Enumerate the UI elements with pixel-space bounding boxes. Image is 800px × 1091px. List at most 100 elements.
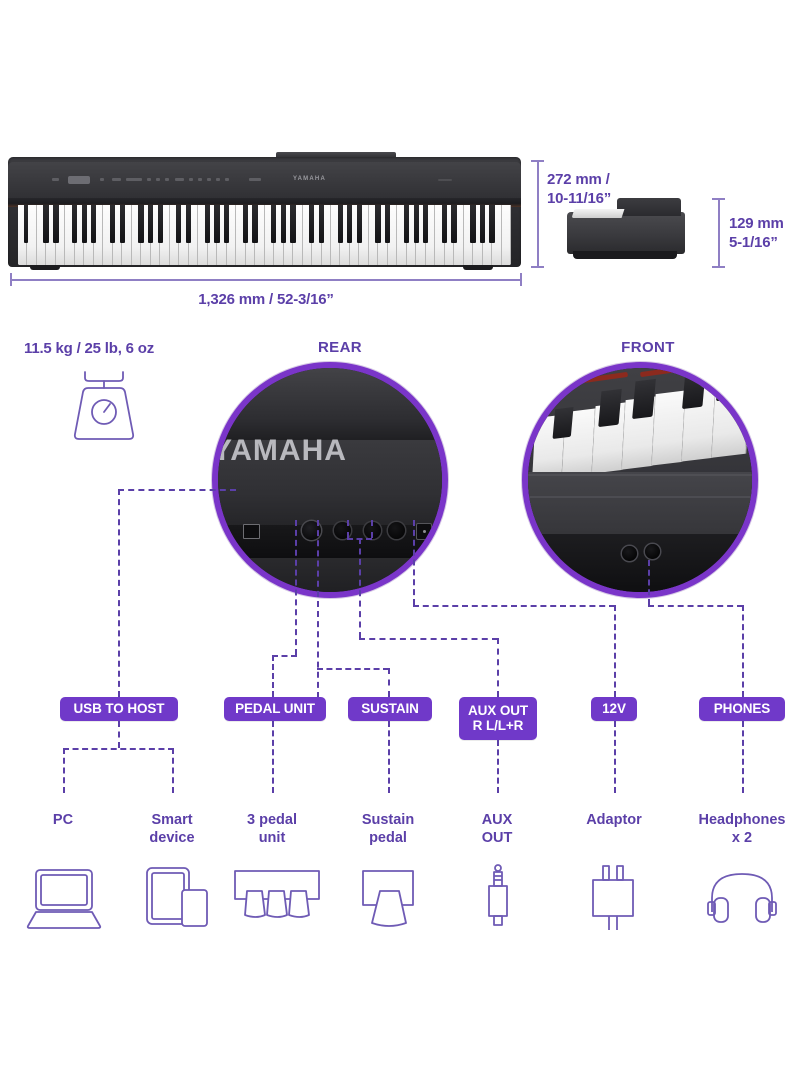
connector-pedal-vertical-1 — [295, 520, 297, 655]
connector-usb-vertical — [118, 489, 120, 697]
connector-smart-device-drop — [172, 748, 174, 793]
piano-white-key — [501, 205, 511, 265]
piano-white-key — [359, 205, 369, 265]
front-black-key — [552, 407, 574, 439]
piano-white-key — [27, 205, 37, 265]
connector-12v-horizontal — [413, 605, 615, 607]
port-badge-aux-out[interactable]: AUX OUT R L/L+R — [459, 697, 537, 740]
front-panel-lip — [528, 496, 752, 498]
piano-black-key — [441, 205, 447, 243]
device-caption-headphones: Headphones x 2 — [680, 811, 800, 847]
piano-black-key — [337, 205, 343, 243]
connector-sustain-horizontal — [317, 668, 389, 670]
tablet-phone-icon — [142, 866, 214, 930]
piano-white-key — [188, 205, 199, 265]
front-underside — [528, 534, 752, 592]
piano-side-key — [571, 209, 625, 218]
connector-phones-vertical-1 — [648, 560, 650, 605]
phones-jack-2 — [645, 544, 660, 559]
connector-usb-horizontal — [118, 489, 236, 491]
connector-12v-vertical-1 — [413, 520, 415, 605]
front-black-key — [598, 388, 622, 428]
connector-pedal-vertical-2 — [272, 655, 274, 697]
rear-panel-closeup: YAMAHA — [212, 362, 448, 598]
port-badge-pedal-unit[interactable]: PEDAL UNIT — [224, 697, 326, 721]
piano-black-key — [318, 205, 325, 243]
piano-white-key — [93, 205, 104, 265]
piano-button — [156, 178, 160, 181]
height-dimension-tick-top — [531, 160, 544, 162]
front-black-key — [682, 368, 706, 410]
connector-aux-drop — [497, 740, 499, 793]
pedal-unit-port — [302, 521, 321, 540]
piano-button — [207, 178, 211, 181]
digital-piano-side-view — [565, 196, 693, 264]
device-caption-3-pedal-unit-line1: 3 pedal — [247, 812, 297, 828]
piano-keybed-felt — [8, 198, 521, 207]
device-caption-sustain-pedal-line2: pedal — [369, 830, 407, 846]
connector-sustain-vertical-2 — [388, 668, 390, 697]
depth-dimension-label: 129 mm 5-1/16” — [729, 214, 784, 252]
height-dimension-label: 272 mm / 10-11/16” — [547, 170, 611, 208]
piano-white-key — [454, 205, 464, 265]
piano-knob — [52, 178, 59, 181]
piano-black-key — [423, 205, 429, 243]
piano-button — [216, 178, 220, 181]
piano-button — [225, 178, 229, 181]
connector-pedal-horizontal — [272, 655, 297, 657]
port-badge-usb-to-host[interactable]: USB TO HOST — [60, 697, 178, 721]
front-view-header: FRONT — [621, 339, 675, 356]
piano-black-key — [43, 205, 49, 243]
front-black-key — [632, 378, 656, 420]
device-caption-sustain-pedal: Sustain pedal — [328, 811, 448, 847]
piano-black-key — [290, 205, 296, 243]
device-caption-smart-device-line2: device — [149, 830, 195, 846]
piano-black-key — [53, 205, 59, 243]
piano-black-key — [356, 205, 362, 243]
rear-lower-case — [218, 439, 442, 530]
piano-black-key — [403, 205, 410, 243]
piano-black-key — [148, 205, 154, 243]
port-badge-phones-line1: PHONES — [713, 700, 771, 716]
piano-black-key — [385, 205, 391, 243]
piano-black-key — [157, 205, 163, 243]
piano-black-key — [138, 205, 144, 243]
connector-sustain-drop — [388, 721, 390, 793]
depth-dimension-tick-top — [712, 198, 725, 200]
device-caption-aux-out: AUX OUT — [437, 811, 557, 847]
piano-white-key — [226, 205, 237, 265]
port-badge-sustain[interactable]: SUSTAIN — [348, 697, 432, 721]
piano-black-key — [479, 205, 486, 243]
piano-black-key — [204, 205, 211, 243]
device-caption-aux-out-line2: OUT — [481, 830, 513, 846]
aux-out-l-port — [388, 522, 405, 539]
piano-button — [175, 178, 184, 181]
connector-adaptor-drop — [614, 721, 616, 793]
width-dimension-tick-left — [10, 273, 12, 286]
sustain-pedal-icon — [355, 869, 425, 931]
device-caption-pc: PC — [3, 811, 123, 829]
brand-logo: YAMAHA — [212, 434, 347, 467]
width-dimension-label: 1,326 mm / 52-3/16” — [198, 291, 334, 308]
piano-foot — [30, 265, 60, 270]
port-badge-pedal-unit-line1: PEDAL UNIT — [235, 700, 315, 716]
connector-aux-r-stub — [347, 520, 349, 538]
piano-black-key — [24, 205, 29, 243]
rear-bottom-case — [218, 558, 442, 592]
piano-white-key — [387, 205, 398, 265]
piano-button — [198, 178, 202, 181]
height-dimension-line1: 272 mm / — [547, 171, 610, 188]
port-badge-sustain-line1: SUSTAIN — [361, 700, 419, 716]
connector-phones-horizontal — [648, 605, 743, 607]
audio-jack-plug-icon — [478, 864, 518, 932]
connector-aux-vertical-2 — [497, 638, 499, 697]
port-badge-phones[interactable]: PHONES — [699, 697, 785, 721]
piano-foot — [463, 265, 493, 270]
connector-usb-drop — [118, 721, 120, 748]
port-badge-12v[interactable]: 12V — [591, 697, 637, 721]
piano-white-key — [255, 205, 265, 265]
piano-black-key — [91, 205, 97, 243]
device-caption-adaptor: Adaptor — [554, 811, 674, 829]
piano-white-key — [321, 205, 331, 265]
connector-pc-drop — [63, 748, 65, 793]
